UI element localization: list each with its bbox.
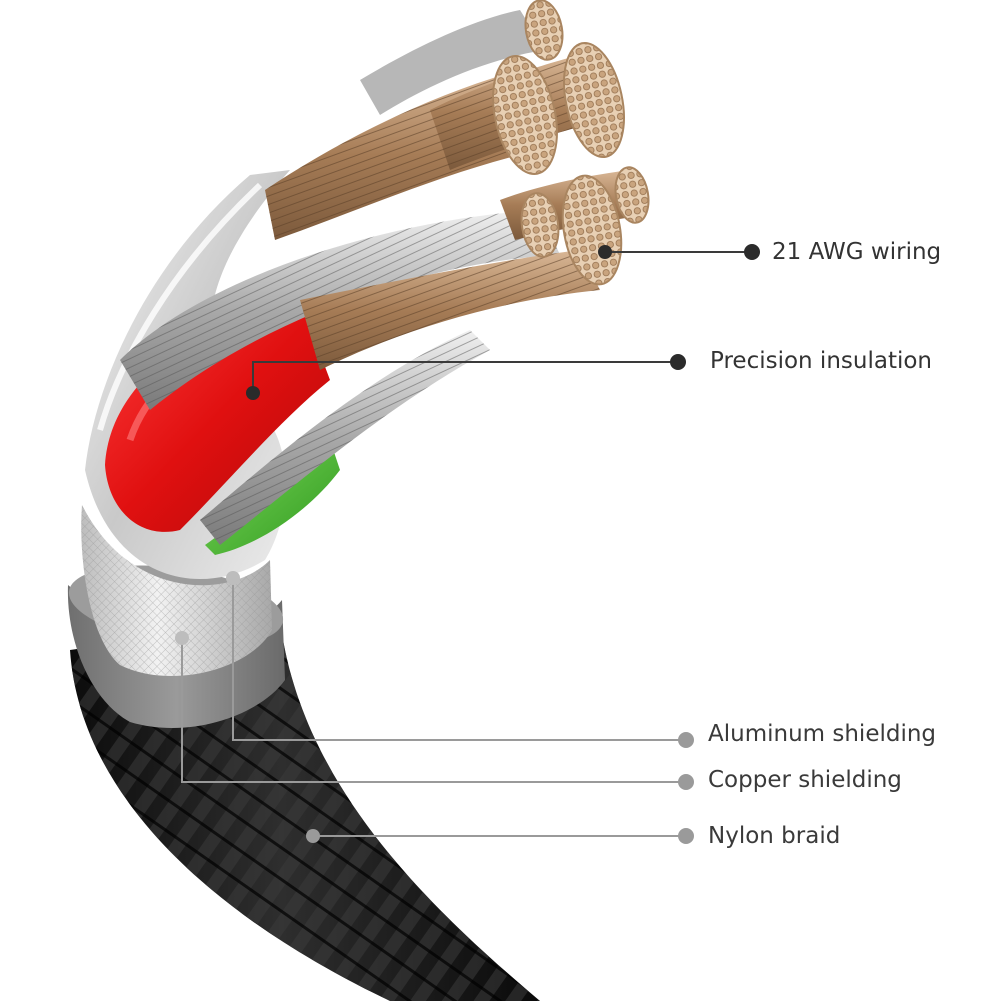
callout-dot-icon: [226, 571, 240, 585]
silver-strand-bundle-graphic: [120, 210, 560, 545]
label-21-awg-wiring: 21 AWG wiring: [772, 239, 942, 265]
strand-end-faces-graphic: [492, 0, 650, 286]
callout-dot-icon: [678, 774, 694, 790]
callout-dot-icon: [670, 354, 686, 370]
callout-dot-icon: [744, 244, 760, 260]
label-copper-shielding: Copper shielding: [708, 767, 902, 793]
mesh-shield-graphic: [81, 505, 272, 677]
callout-dot-icon: [175, 631, 189, 645]
leader-line-insulation: [252, 361, 678, 393]
callout-dot-icon: [678, 732, 694, 748]
leader-line-aluminum: [232, 578, 686, 741]
label-nylon-braid: Nylon braid: [708, 823, 841, 849]
callout-dots: [175, 244, 760, 844]
label-precision-insulation: Precision insulation: [710, 348, 933, 374]
callout-dot-icon: [598, 245, 612, 259]
label-aluminum-shielding: Aluminum shielding: [708, 721, 937, 747]
callout-dot-icon: [306, 829, 320, 843]
callout-dot-icon: [246, 386, 260, 400]
callout-dot-icon: [678, 828, 694, 844]
leader-line-copper: [181, 638, 686, 783]
callout-lines: [181, 251, 752, 837]
